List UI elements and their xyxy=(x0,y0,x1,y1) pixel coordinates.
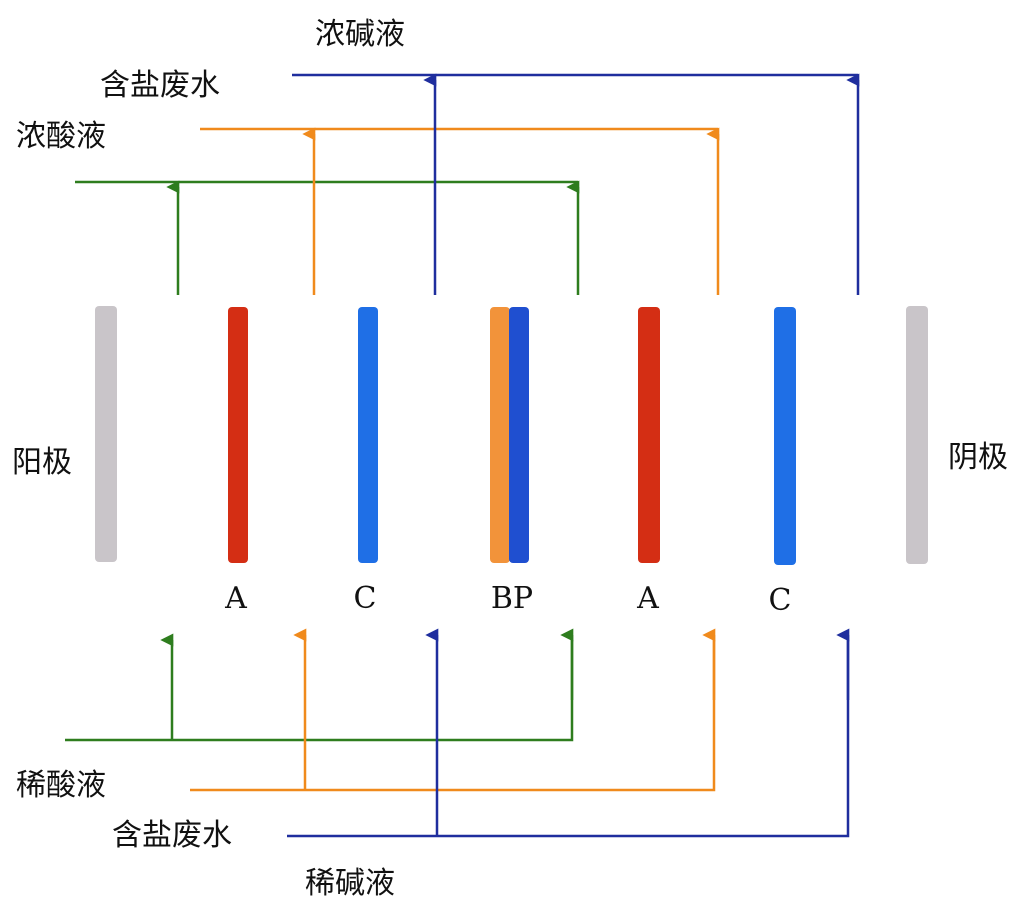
membrane-bp-blue-layer xyxy=(509,307,529,563)
membrane-c-1 xyxy=(358,307,378,563)
label-conc-acid-top: 浓酸液 xyxy=(16,119,106,154)
membrane-label-bp: BP xyxy=(491,581,533,616)
label-conc-base-top: 浓碱液 xyxy=(315,17,405,52)
label-dilute-base-bottom: 稀碱液 xyxy=(305,866,395,901)
membrane-a-2 xyxy=(638,307,660,563)
label-cathode: 阴极 xyxy=(948,440,1008,475)
membrane-bp-orange-layer xyxy=(490,307,510,563)
anode-electrode xyxy=(95,306,117,562)
membrane-a-1 xyxy=(228,307,248,563)
membrane-label-c-2: C xyxy=(769,583,792,618)
label-anode: 阳极 xyxy=(12,445,72,480)
cathode-electrode xyxy=(906,306,928,564)
bottom-navy-feed-line xyxy=(287,640,850,838)
membrane-c-2 xyxy=(774,307,796,565)
membrane-label-c-1: C xyxy=(354,581,377,616)
membrane-label-a-1: A xyxy=(224,581,247,616)
membrane-label-a-2: A xyxy=(636,581,659,616)
label-dilute-acid-bottom: 稀酸液 xyxy=(16,768,106,803)
bottom-green-feed-line xyxy=(65,640,574,742)
label-salt-water-top: 含盐废水 xyxy=(100,68,220,103)
label-salt-water-bottom: 含盐废水 xyxy=(112,818,232,853)
bottom-orange-feed-line xyxy=(190,640,716,792)
